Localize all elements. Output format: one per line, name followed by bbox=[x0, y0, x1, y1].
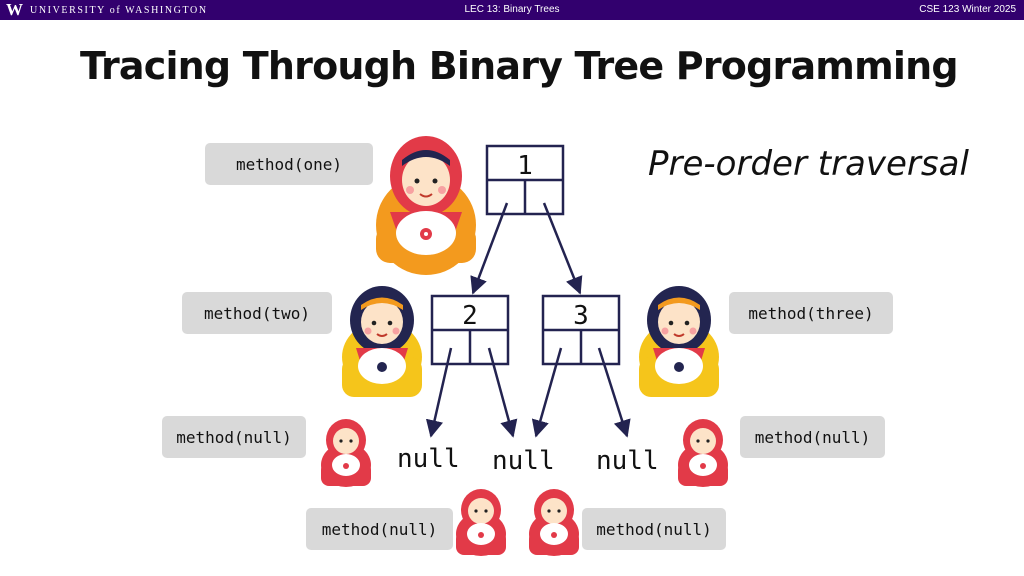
tree-node-left bbox=[430, 294, 510, 366]
call-label-three: method(three) bbox=[729, 292, 893, 334]
arrow-left-to-null-left bbox=[425, 347, 453, 438]
matryoshka-doll-two-icon bbox=[342, 286, 422, 397]
arrow-root-to-right bbox=[542, 202, 583, 295]
uw-w-logo-icon: W bbox=[6, 0, 23, 19]
lecture-title: LEC 13: Binary Trees bbox=[464, 4, 560, 15]
uw-logo: W UNIVERSITY of WASHINGTON bbox=[6, 0, 208, 19]
call-label-null-right: method(null) bbox=[740, 416, 885, 458]
arrow-right-to-null-middle bbox=[531, 347, 563, 438]
header-bar: W UNIVERSITY of WASHINGTON LEC 13: Binar… bbox=[0, 0, 1024, 20]
call-label-two: method(two) bbox=[182, 292, 332, 334]
call-label-null-bottom-left: method(null) bbox=[306, 508, 453, 550]
matryoshka-doll-null-bottom-right-icon bbox=[529, 489, 579, 556]
course-name: CSE 123 Winter 2025 bbox=[919, 4, 1016, 15]
null-leaf-left: null bbox=[397, 444, 460, 474]
call-label-null-left: method(null) bbox=[162, 416, 306, 458]
traversal-label: Pre-order traversal bbox=[648, 144, 969, 184]
university-name: UNIVERSITY of WASHINGTON bbox=[30, 4, 208, 16]
arrow-left-to-null-middle bbox=[487, 347, 518, 438]
null-leaf-right: null bbox=[596, 446, 659, 476]
matryoshka-doll-null-left-icon bbox=[321, 419, 371, 487]
tree-node-right bbox=[541, 294, 621, 366]
node-value-left: 2 bbox=[462, 301, 478, 331]
node-value-root: 1 bbox=[517, 151, 533, 181]
tree-node-root bbox=[485, 144, 565, 216]
slide-title: Tracing Through Binary Tree Programming bbox=[80, 44, 959, 88]
arrow-right-to-null-right bbox=[597, 347, 631, 438]
matryoshka-doll-one-icon bbox=[376, 136, 476, 275]
matryoshka-doll-three-icon bbox=[639, 286, 719, 397]
node-value-right: 3 bbox=[573, 301, 589, 331]
arrow-root-to-left bbox=[470, 202, 509, 295]
matryoshka-doll-null-bottom-left-icon bbox=[456, 489, 506, 556]
call-label-null-bottom-right: method(null) bbox=[582, 508, 726, 550]
call-label-one: method(one) bbox=[205, 143, 373, 185]
null-leaf-middle: null bbox=[492, 446, 555, 476]
matryoshka-doll-null-right-icon bbox=[678, 419, 728, 487]
